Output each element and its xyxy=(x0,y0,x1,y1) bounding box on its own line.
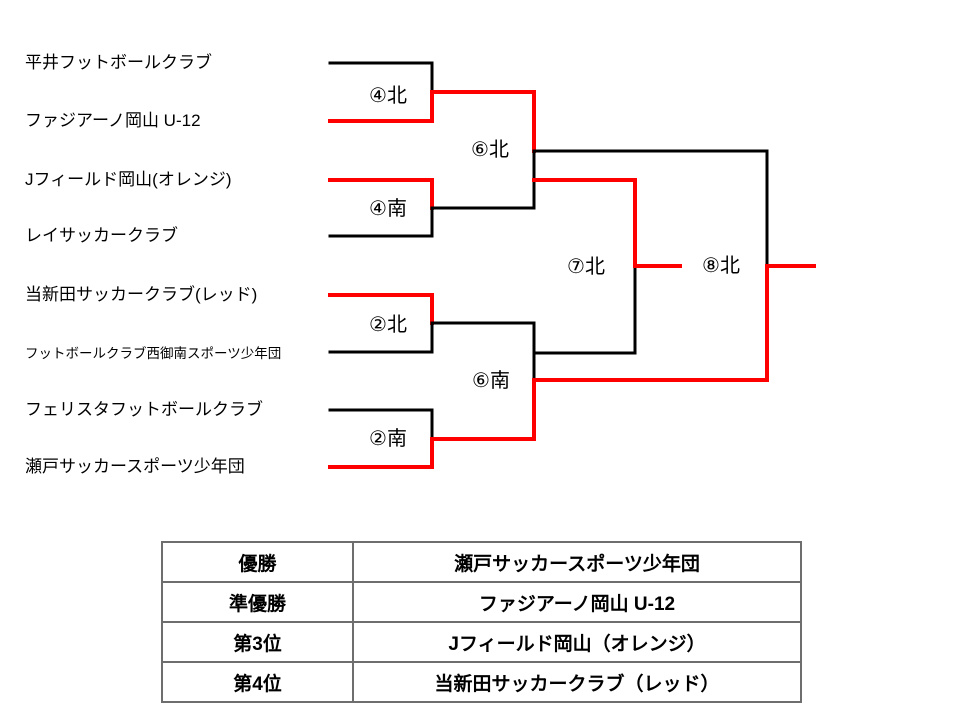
match-label-third-place: ⑦北 xyxy=(567,256,605,278)
third-team-name: Jフィールド岡山（オレンジ） xyxy=(352,621,802,663)
standings-row-runner-up: 準優勝 ファジアーノ岡山 U-12 xyxy=(161,581,802,623)
match-label-qf-south2: ②南 xyxy=(369,428,407,450)
match-label-qf-north2: ②北 xyxy=(369,314,407,336)
match-label-sf-south: ⑥南 xyxy=(472,370,510,392)
champion-team-name: 瀬戸サッカースポーツ少年団 xyxy=(352,541,802,583)
match-label-qf-north1: ④北 xyxy=(369,85,407,107)
standings-row-fourth: 第4位 当新田サッカークラブ（レッド） xyxy=(161,661,802,703)
match-label-qf-south1: ④南 xyxy=(369,198,407,220)
rank-label-third: 第3位 xyxy=(161,621,354,663)
team-name-4: レイサッカークラブ xyxy=(25,226,178,245)
team-name-5: 当新田サッカークラブ(レッド) xyxy=(25,285,258,304)
standings-table-body: 優勝 瀬戸サッカースポーツ少年団 準優勝 ファジアーノ岡山 U-12 第3位 J… xyxy=(161,541,802,703)
match-label-final: ⑧北 xyxy=(702,255,740,277)
rank-label-runner-up: 準優勝 xyxy=(161,581,354,623)
rank-label-champion: 優勝 xyxy=(161,541,354,583)
bracket-lines xyxy=(328,61,816,469)
team-name-2: ファジアーノ岡山 U-12 xyxy=(25,111,201,130)
standings-row-third: 第3位 Jフィールド岡山（オレンジ） xyxy=(161,621,802,663)
team-name-1: 平井フットボールクラブ xyxy=(25,53,212,72)
standings-table: 優勝 瀬戸サッカースポーツ少年団 準優勝 ファジアーノ岡山 U-12 第3位 J… xyxy=(161,541,802,703)
team-name-3: Jフィールド岡山(オレンジ) xyxy=(25,170,232,189)
match-label-sf-north: ⑥北 xyxy=(471,139,509,161)
fourth-team-name: 当新田サッカークラブ（レッド） xyxy=(352,661,802,703)
team-name-7: フェリスタフットボールクラブ xyxy=(25,400,263,419)
standings-row-champion: 優勝 瀬戸サッカースポーツ少年団 xyxy=(161,541,802,583)
team-name-8: 瀬戸サッカースポーツ少年団 xyxy=(25,457,245,476)
runner-up-team-name: ファジアーノ岡山 U-12 xyxy=(352,581,802,623)
rank-label-fourth: 第4位 xyxy=(161,661,354,703)
team-name-6: フットボールクラブ西御南スポーツ少年団 xyxy=(25,346,282,361)
